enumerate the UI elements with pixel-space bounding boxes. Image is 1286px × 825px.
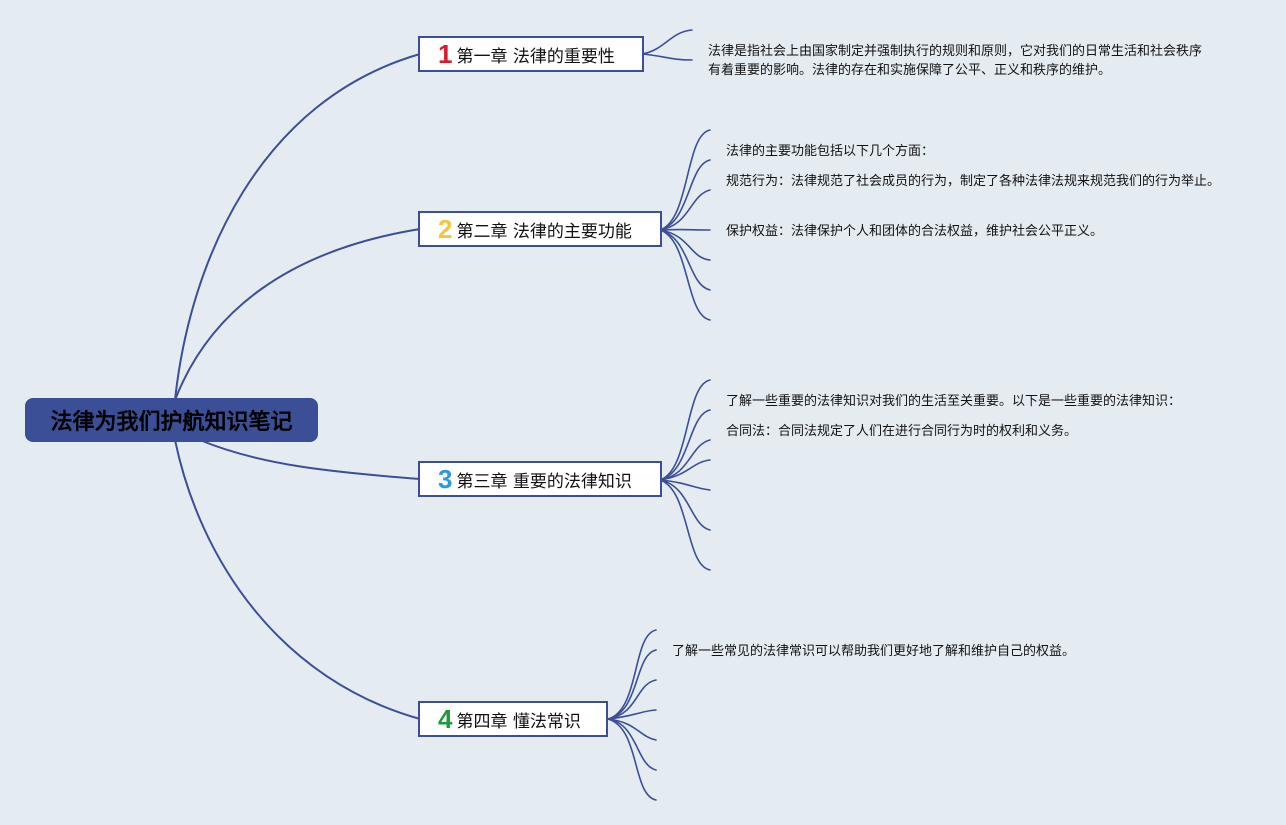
chapter-2-title: 第二章 法律的主要功能	[456, 221, 632, 242]
branch-3-4	[659, 459, 711, 481]
branch-3-2	[659, 409, 711, 481]
chapter-2-node[interactable]: 2 第二章 法律的主要功能	[418, 211, 662, 247]
branch-4-7	[607, 718, 657, 801]
connector-root-chapter-3	[199, 439, 421, 480]
branch-4-2	[607, 649, 657, 720]
branch-3-7	[659, 479, 711, 571]
chapter-2-note-3: 保护权益：法律保护个人和团体的合法权益，维护社会公平正义。	[726, 224, 1104, 239]
chapter-1-note-1: 法律是指社会上由国家制定并强制执行的规则和原则，它对我们的日常生活和社会秩序有着…	[708, 44, 1203, 78]
connector-root-chapter-2	[174, 228, 421, 401]
chapter-3-number-icon: 3	[438, 464, 453, 494]
chapter-3-note-2: 合同法：合同法规定了人们在进行合同行为时的权利和义务。	[726, 424, 1078, 439]
chapter-1-node[interactable]: 1 第一章 法律的重要性	[418, 36, 644, 72]
connector-root-chapter-1	[174, 53, 421, 401]
chapter-4-node[interactable]: 4 第四章 懂法常识	[418, 701, 608, 737]
connector-root-chapter-4	[174, 439, 421, 720]
chapter-2-note-2: 规范行为：法律规范了社会成员的行为，制定了各种法律法规来规范我们的行为举止。	[726, 174, 1221, 189]
branch-2-3	[659, 189, 711, 231]
branch-2-5	[659, 229, 711, 261]
chapter-1-number-icon: 1	[438, 39, 453, 69]
branch-3-6	[659, 479, 711, 531]
branch-4-4	[607, 709, 657, 720]
branch-3-3	[659, 439, 711, 481]
root-node[interactable]: 法律为我们护航知识笔记	[25, 398, 318, 442]
chapter-2-note-1: 法律的主要功能包括以下几个方面：	[726, 144, 935, 159]
chapter-4-number-icon: 4	[438, 704, 453, 734]
chapter-3-note-1: 了解一些重要的法律知识对我们的生活至关重要。以下是一些重要的法律知识：	[726, 394, 1182, 409]
branch-3-5	[659, 479, 711, 491]
chapter-1-title: 第一章 法律的重要性	[456, 46, 615, 67]
chapter-4-note-1: 了解一些常见的法律常识可以帮助我们更好地了解和维护自己的权益。	[672, 644, 1076, 659]
branch-2-2	[659, 159, 711, 231]
branch-2-1	[659, 129, 711, 231]
chapter-2-number-icon: 2	[438, 214, 453, 244]
branch-4-1	[607, 629, 657, 720]
branch-2-6	[659, 229, 711, 291]
branch-4-6	[607, 718, 657, 771]
branch-2-7	[659, 229, 711, 321]
chapter-3-node[interactable]: 3 第三章 重要的法律知识	[418, 461, 662, 497]
branch-3-1	[659, 379, 711, 481]
branch-1-2	[641, 53, 693, 61]
branch-1-1	[641, 29, 693, 55]
chapter-4-title: 第四章 懂法常识	[456, 711, 581, 732]
branch-4-3	[607, 679, 657, 720]
chapter-3-title: 第三章 重要的法律知识	[456, 471, 632, 492]
root-title: 法律为我们护航知识笔记	[50, 410, 293, 435]
